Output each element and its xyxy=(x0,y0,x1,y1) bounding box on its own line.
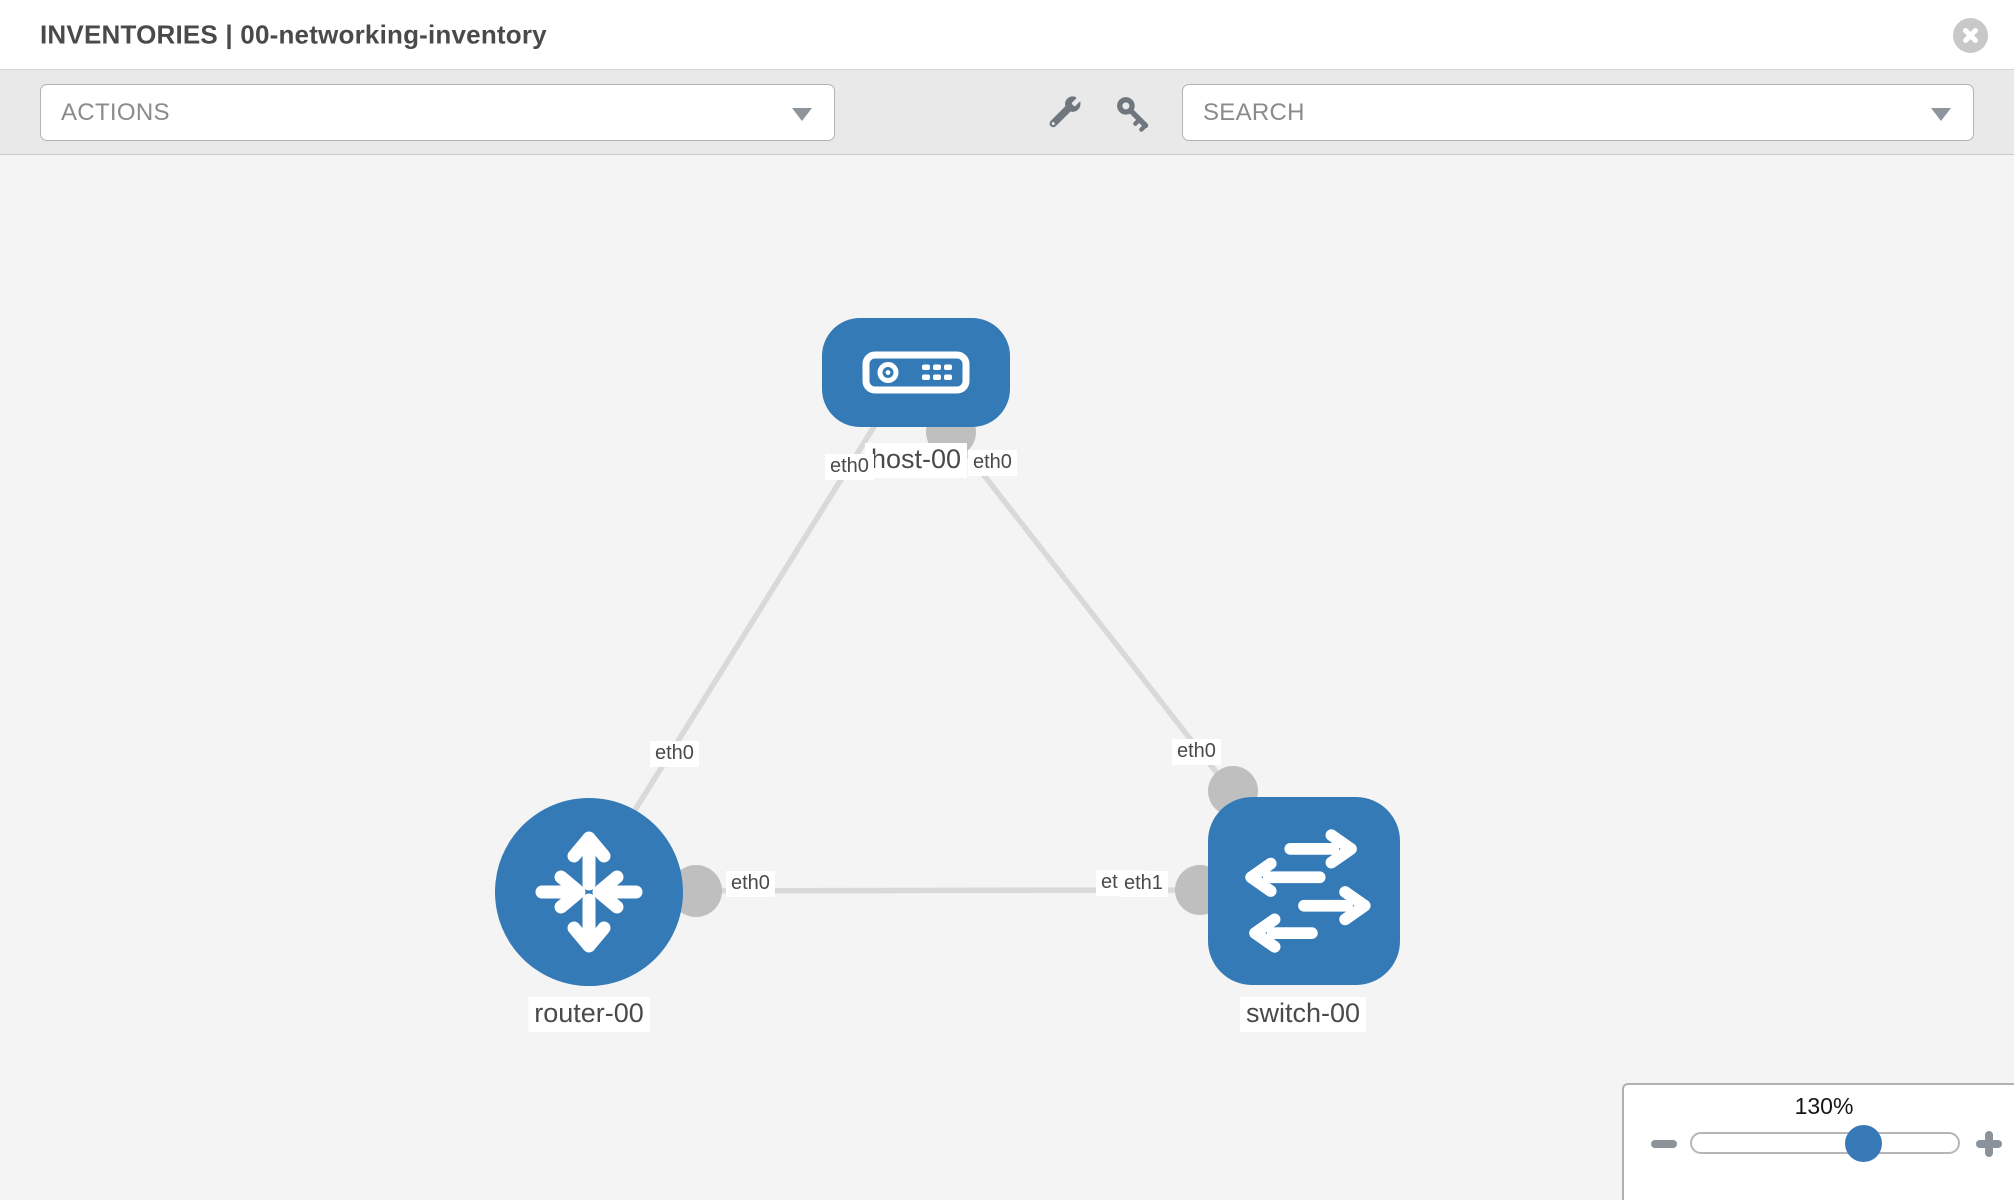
zoom-out-button[interactable] xyxy=(1651,1140,1677,1148)
interface-label-host-eth0-right: eth0 xyxy=(968,450,1017,476)
interface-dot-router xyxy=(670,865,722,917)
page-header: INVENTORIES | 00-networking-inventory xyxy=(0,0,2014,70)
interface-label-router-eth0-side: eth0 xyxy=(726,871,775,897)
chevron-down-icon xyxy=(1931,107,1951,121)
actions-dropdown[interactable]: ACTIONS xyxy=(40,84,835,141)
interface-label-router-eth0-up: eth0 xyxy=(650,741,699,767)
zoom-in-button[interactable] xyxy=(1972,1127,2006,1161)
key-icon xyxy=(1117,97,1149,132)
node-label-switch-00: switch-00 xyxy=(1239,997,1367,1032)
node-label-router-00: router-00 xyxy=(528,997,650,1032)
toolbar: ACTIONS SEARCH xyxy=(0,70,2014,155)
actions-dropdown-label: ACTIONS xyxy=(61,98,170,126)
configure-wrench-button[interactable] xyxy=(1046,94,1084,132)
zoom-slider-thumb[interactable] xyxy=(1845,1125,1882,1162)
zoom-slider-track[interactable] xyxy=(1690,1132,1960,1154)
router-arrows-icon xyxy=(535,831,643,953)
interface-label-switch-eth0-up: eth0 xyxy=(1172,739,1221,765)
page-title: INVENTORIES | 00-networking-inventory xyxy=(40,19,547,49)
node-host-00[interactable] xyxy=(822,318,1010,427)
wrench-icon xyxy=(1049,96,1082,128)
search-dropdown-label: SEARCH xyxy=(1203,98,1305,126)
credentials-key-button[interactable] xyxy=(1114,94,1152,132)
link-host-router[interactable] xyxy=(594,415,883,873)
close-button[interactable] xyxy=(1953,18,1988,53)
interface-label-switch-eth1-side: eth1 xyxy=(1119,871,1168,897)
interface-label-host-eth0-left: eth0 xyxy=(825,454,874,480)
switch-arrows-icon xyxy=(1245,829,1371,953)
node-router-00[interactable] xyxy=(495,798,683,986)
search-dropdown[interactable]: SEARCH xyxy=(1182,84,1974,141)
chevron-down-icon xyxy=(792,107,812,121)
zoom-control-panel: 130% xyxy=(1622,1083,2014,1200)
link-host-switch[interactable] xyxy=(944,426,1241,802)
node-switch-00[interactable] xyxy=(1208,797,1400,985)
topology-canvas[interactable]: host-00 router-00 switch-00 eth0 eth0 et… xyxy=(0,155,2014,1200)
server-icon xyxy=(862,351,970,394)
node-label-host-00: host-00 xyxy=(864,443,968,478)
links-layer xyxy=(589,407,1258,917)
zoom-level-value: 130% xyxy=(1794,1093,1854,1119)
